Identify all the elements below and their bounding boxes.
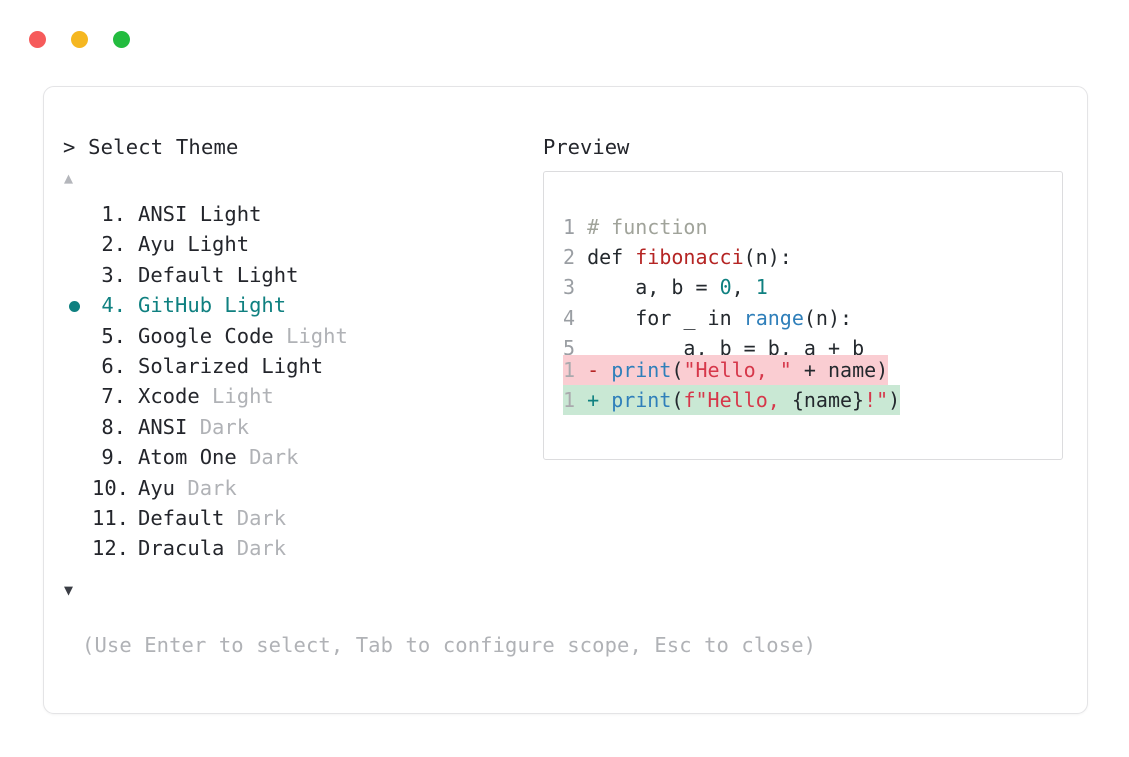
theme-item-number: 10. [92,475,130,500]
theme-item-label: Google Code Light [138,323,348,348]
theme-item-variant: Light [199,384,274,409]
theme-item-label: Default Light [138,262,299,287]
theme-item-number: 11. [92,505,130,530]
theme-item-number: 4. [101,293,126,318]
diff-sample: 1 - print("Hello, " + name)1 + print(f"H… [563,355,901,416]
preview-box: 1 # function 2 def fibonacci(n): 3 a, b = … [543,171,1063,460]
theme-list-item[interactable]: 1. ANSI Light [63,199,533,229]
theme-item-variant: Dark [236,445,299,470]
theme-item-number: 5. [101,323,126,348]
theme-item-label: Solarized Light [138,353,324,378]
theme-list-item[interactable]: 3. Default Light [63,260,533,290]
code-line: 2 def fibonacci(n): [563,245,792,270]
theme-item-number: 2. [101,232,126,257]
theme-list-item[interactable]: 6. Solarized Light [63,351,533,381]
theme-item-variant: Dark [187,414,250,439]
theme-list-item[interactable]: 5. Google Code Light [63,321,533,351]
theme-item-label: Xcode Light [138,384,274,409]
theme-list-item[interactable]: 2. Ayu Light [63,229,533,259]
theme-item-label: ANSI Light [138,202,262,226]
scroll-up-icon[interactable]: ▲ [64,169,74,187]
theme-item-label: Dracula Dark [138,536,287,561]
theme-item-variant: Dark [224,536,287,561]
theme-list-item[interactable]: 10. Ayu Dark [63,473,533,503]
theme-item-label: Atom One Dark [138,445,299,470]
theme-item-number: 9. [101,445,126,470]
diff-line-addition: 1 + print(f"Hello, {name}!") [563,385,901,416]
theme-list-item[interactable]: 12. Dracula Dark [63,533,533,563]
theme-item-label: ANSI Dark [138,414,250,439]
theme-item-number: 8. [101,414,126,439]
code-line: 4 for _ in range(n): [563,305,853,330]
close-window-button[interactable] [29,31,46,48]
code-line: 5 a, b = b, a + b [563,335,865,360]
theme-picker-panel: > Select Theme ▲ 1. ANSI Light 2. Ayu Light… [43,86,1088,714]
diff-line-deletion: 1 - print("Hello, " + name) [563,355,889,386]
theme-item-number: 7. [101,384,126,409]
minimize-window-button[interactable] [71,31,88,48]
preview-label: Preview [543,135,630,159]
theme-list-item[interactable]: 9. Atom One Dark [63,442,533,472]
scroll-down-icon[interactable]: ▼ [64,581,74,599]
picker-prompt: > Select Theme [63,135,239,159]
theme-list-item[interactable]: 8. ANSI Dark [63,412,533,442]
theme-item-number: 12. [92,536,130,561]
code-line: 1 # function [563,215,708,239]
theme-item-label: GitHub Light [138,293,287,318]
theme-item-label: Ayu Dark [138,475,237,500]
theme-list-item[interactable]: 4. GitHub Light [63,290,533,320]
theme-list[interactable]: 1. ANSI Light 2. Ayu Light 3. Default Light 4.… [63,199,533,564]
selected-bullet-icon [69,301,80,313]
theme-item-variant: Dark [175,475,237,500]
theme-item-variant: Dark [224,505,287,530]
keyboard-hint: (Use Enter to select, Tab to configure s… [82,633,817,657]
code-line: 3 a, b = 0, 1 [563,275,768,300]
maximize-window-button[interactable] [113,31,130,48]
theme-list-item[interactable]: 11. Default Dark [63,503,533,533]
theme-item-label: Default Dark [138,505,287,530]
window-titlebar [0,0,1129,80]
theme-item-number: 6. [101,353,126,378]
theme-item-number: 1. [101,202,126,226]
theme-item-label: Ayu Light [138,232,250,257]
theme-item-number: 3. [101,262,126,287]
theme-item-variant: Light [273,323,348,348]
theme-list-item[interactable]: 7. Xcode Light [63,381,533,411]
